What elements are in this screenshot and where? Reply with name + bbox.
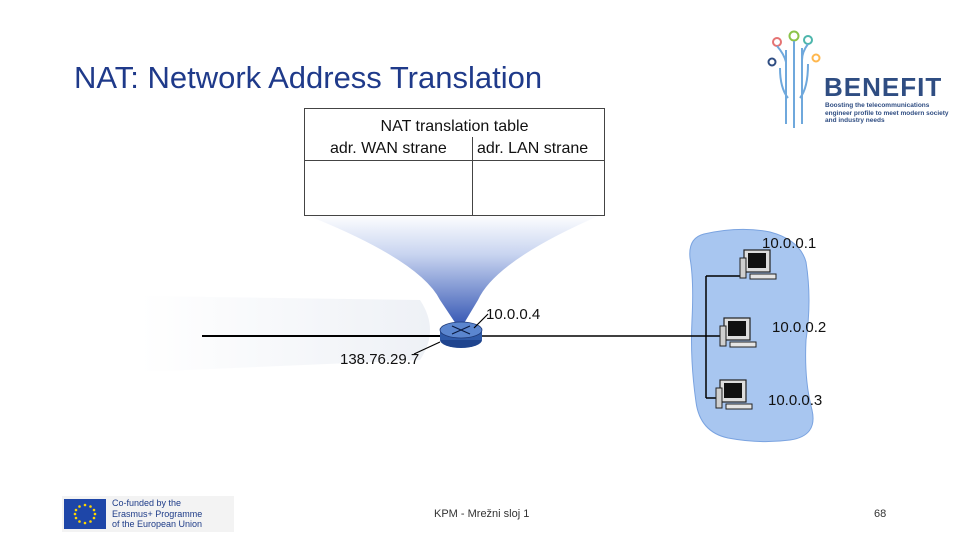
translation-funnel bbox=[304, 214, 603, 330]
eu-line-3: of the European Union bbox=[112, 519, 203, 529]
nat-table-col-lan: adr. LAN strane bbox=[477, 140, 589, 157]
wan-region bbox=[140, 296, 430, 372]
nat-table-col-wan: adr. WAN strane bbox=[330, 140, 447, 157]
eu-line-1: Co-funded by the bbox=[112, 498, 182, 508]
benefit-logo-word: BENEFIT bbox=[824, 72, 943, 102]
router-icon bbox=[439, 321, 483, 348]
eu-flag-icon bbox=[64, 499, 106, 529]
benefit-logo: BENEFIT Boosting the telecommunications … bbox=[766, 28, 949, 132]
router-lan-ip-label: 10.0.0.4 bbox=[486, 306, 541, 323]
nat-table-column-divider bbox=[472, 137, 473, 215]
lan-ip-arrow bbox=[473, 313, 489, 329]
router-wan-ip-label: 138.76.29.7 bbox=[340, 351, 420, 368]
host-1-computer-icon bbox=[739, 249, 777, 280]
benefit-logo-tagline: Boosting the telecommunications engineer… bbox=[825, 102, 949, 124]
host-2-ip-label: 10.0.0.2 bbox=[772, 319, 827, 336]
nat-translation-table: NAT translation table adr. WAN strane ad… bbox=[304, 108, 605, 216]
slide-title: NAT: Network Address Translation bbox=[74, 60, 543, 95]
host-3-ip-label: 10.0.0.3 bbox=[768, 392, 823, 409]
host-1-ip-label: 10.0.0.1 bbox=[762, 235, 817, 252]
eu-line-2: Erasmus+ Programme bbox=[112, 508, 203, 519]
eu-cofunding-badge: Co-funded by the Erasmus+ Programme of t… bbox=[62, 496, 234, 532]
eu-cofunding-text: Co-funded by the Erasmus+ Programme of t… bbox=[112, 498, 202, 530]
footer-center-text: KPM - Mrežni sloj 1 bbox=[434, 508, 530, 520]
nat-table-caption: NAT translation table bbox=[380, 118, 529, 135]
host-3-computer-icon bbox=[715, 379, 753, 410]
wan-ip-arrow bbox=[413, 341, 441, 355]
host-2-computer-icon bbox=[719, 317, 757, 348]
nat-table-header-divider bbox=[305, 160, 604, 161]
benefit-tree-icon bbox=[767, 30, 821, 128]
page-number: 68 bbox=[874, 508, 887, 520]
